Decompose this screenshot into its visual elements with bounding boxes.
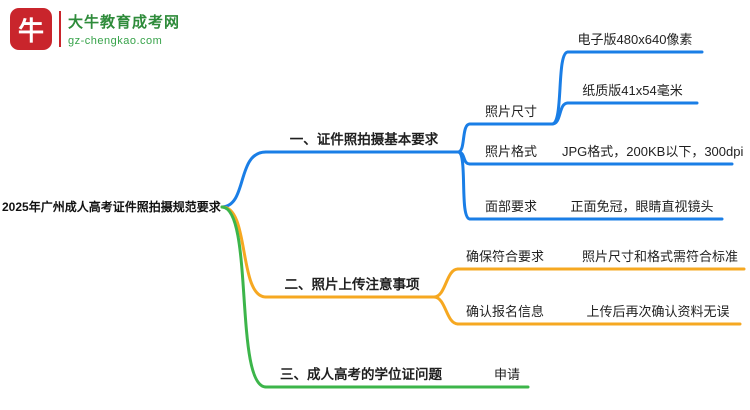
branch-basic-requirements: 一、证件照拍摄基本要求 [289, 132, 439, 147]
branch-degree-question: 三、成人高考的学位证问题 [280, 367, 442, 382]
leaf-paper-size: 纸质版41x54毫米 [582, 83, 683, 98]
bull-glyph: 牛 [17, 15, 44, 46]
leaf-electronic-size: 电子版480x640像素 [577, 32, 693, 47]
logo-domain-text: gz-chengkao.com [68, 35, 163, 47]
node-face-requirements: 面部要求 [484, 199, 537, 214]
logo-brand-text: 大牛教育成考网 [68, 14, 181, 31]
branch-upload-notes: 二、照片上传注意事项 [284, 277, 420, 292]
leaf-face-spec: 正面免冠，眼睛直视镜头 [570, 199, 714, 214]
node-photo-format: 照片格式 [484, 144, 537, 159]
bull-logo-icon: 牛 [10, 8, 52, 50]
logo-divider [59, 11, 61, 47]
node-photo-size: 照片尺寸 [484, 104, 537, 119]
branch-1-lines [220, 50, 734, 221]
leaf-ensure-detail: 照片尺寸和格式需符合标准 [581, 249, 738, 264]
node-ensure-compliance: 确保符合要求 [465, 249, 544, 264]
leaf-format-spec: JPG格式，200KB以下，300dpi [562, 144, 744, 159]
leaf-confirm-detail: 上传后再次确认资料无误 [586, 304, 730, 319]
node-apply: 申请 [493, 367, 520, 382]
branch-3-lines [220, 205, 530, 389]
branch-2-lines [220, 205, 746, 326]
mindmap-root-topic: 2025年广州成人高考证件照拍摄规范要求 [2, 200, 221, 214]
logo-text-block: 大牛教育成考网 gz-chengkao.com [68, 11, 180, 47]
node-confirm-info: 确认报名信息 [465, 304, 544, 319]
site-logo: 牛 大牛教育成考网 gz-chengkao.com [10, 8, 180, 50]
